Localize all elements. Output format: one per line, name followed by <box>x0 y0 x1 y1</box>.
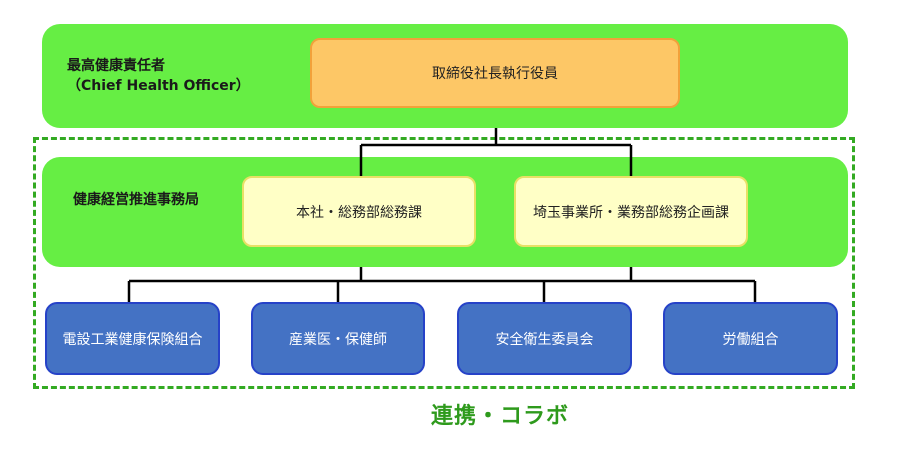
collaboration-frame <box>33 137 855 389</box>
chief-officer-label: 最高健康責任者 （Chief Health Officer） <box>67 58 250 94</box>
office-box-saitama: 埼玉事業所・業務部総務企画課 <box>514 176 748 247</box>
office-box-headquarters: 本社・総務部総務課 <box>242 176 476 247</box>
partner-box-labor-union: 労働組合 <box>663 302 838 375</box>
office-box-saitama-text: 埼玉事業所・業務部総務企画課 <box>533 204 729 221</box>
collaboration-caption: 連携・コラボ <box>430 404 569 429</box>
partner-box-labor-union-text: 労働組合 <box>722 331 779 348</box>
promotion-office-label: 健康経営推進事務局 <box>73 192 199 208</box>
office-box-headquarters-text: 本社・総務部総務課 <box>296 204 422 221</box>
executive-officer-box: 取締役社長執行役員 <box>310 38 680 108</box>
executive-officer-text: 取締役社長執行役員 <box>432 66 558 82</box>
partner-box-occupational-physician: 産業医・保健師 <box>251 302 425 375</box>
partner-box-health-insurance-text: 電設工業健康保険組合 <box>62 331 203 348</box>
partner-box-occupational-physician-text: 産業医・保健師 <box>289 331 387 348</box>
partner-box-safety-committee: 安全衛生委員会 <box>457 302 632 375</box>
partner-box-safety-committee-text: 安全衛生委員会 <box>495 331 594 348</box>
partner-box-health-insurance: 電設工業健康保険組合 <box>45 302 220 375</box>
